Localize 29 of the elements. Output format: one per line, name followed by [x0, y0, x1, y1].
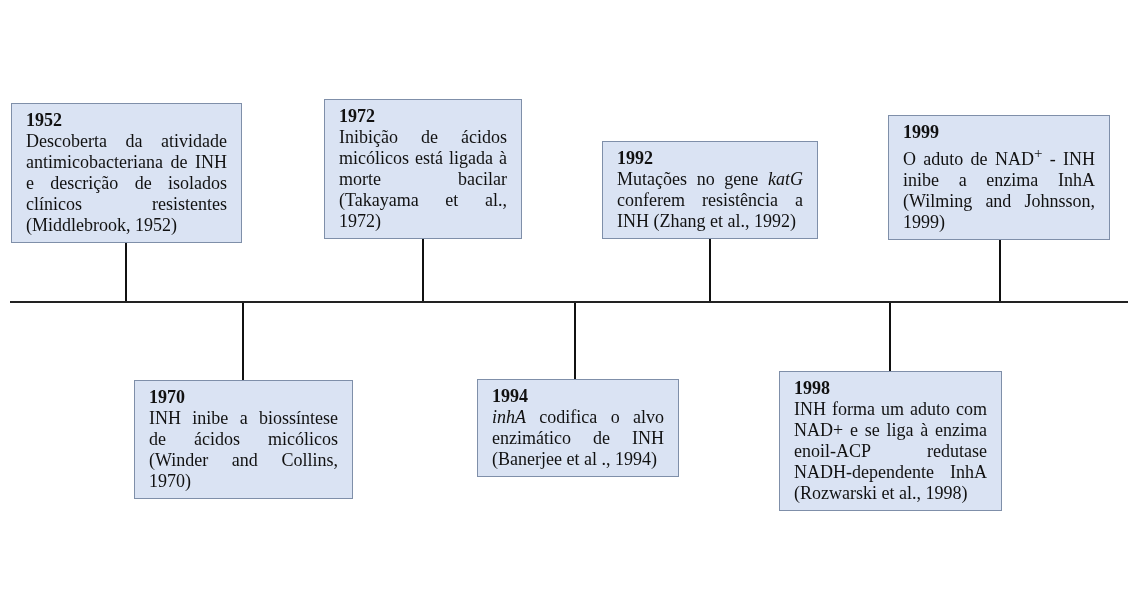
- event-card: [779, 371, 1002, 511]
- connector-line: [999, 239, 1001, 302]
- event-description: inhA codifica o alvo enzimático de INH (Banerjee et al ., 1994): [492, 407, 664, 470]
- event-description: INH inibe a biossíntese de ácidos micólicos (Winder and Collins, 1970): [149, 408, 338, 492]
- event-description: O aduto de NAD$^{+}$ - INH inibe a enzima InhA (Wilming and Johnsson, 1999): [903, 144, 1095, 233]
- connector-line: [422, 238, 424, 302]
- connector-line: [125, 242, 127, 302]
- connector-line: [242, 302, 244, 381]
- connector-line: [709, 238, 711, 302]
- year-heading: 1970: [149, 387, 186, 408]
- year-heading: 1952: [26, 110, 63, 131]
- event-description: INH forma um aduto com NAD+ e se liga à enzima enoil-ACP redutase NADH-dependente InhA (Rozwarski et al., 1998): [794, 399, 987, 504]
- event-card: [888, 115, 1110, 240]
- event-card: [324, 99, 522, 239]
- event-description: Descoberta da atividade antimicobacteriana de INH e descrição de isolados clínicos resistentes (Middlebrook, 1952): [26, 131, 227, 236]
- year-heading: 1998: [794, 378, 831, 399]
- event-card: [11, 103, 242, 243]
- timeline-axis: [10, 301, 1128, 303]
- year-heading: 1972: [339, 106, 376, 127]
- event-description: Inibição de ácidos micólicos está ligada à morte bacilar (Takayama et al., 1972): [339, 127, 507, 232]
- event-description: Mutações no gene katG conferem resistência a INH (Zhang et al., 1992): [617, 169, 803, 232]
- year-heading: 1992: [617, 148, 654, 169]
- connector-line: [574, 302, 576, 380]
- event-card: [134, 380, 353, 499]
- event-card: [477, 379, 679, 477]
- connector-line: [889, 302, 891, 372]
- year-heading: 1994: [492, 386, 529, 407]
- event-card: [602, 141, 818, 239]
- year-heading: 1999: [903, 122, 940, 143]
